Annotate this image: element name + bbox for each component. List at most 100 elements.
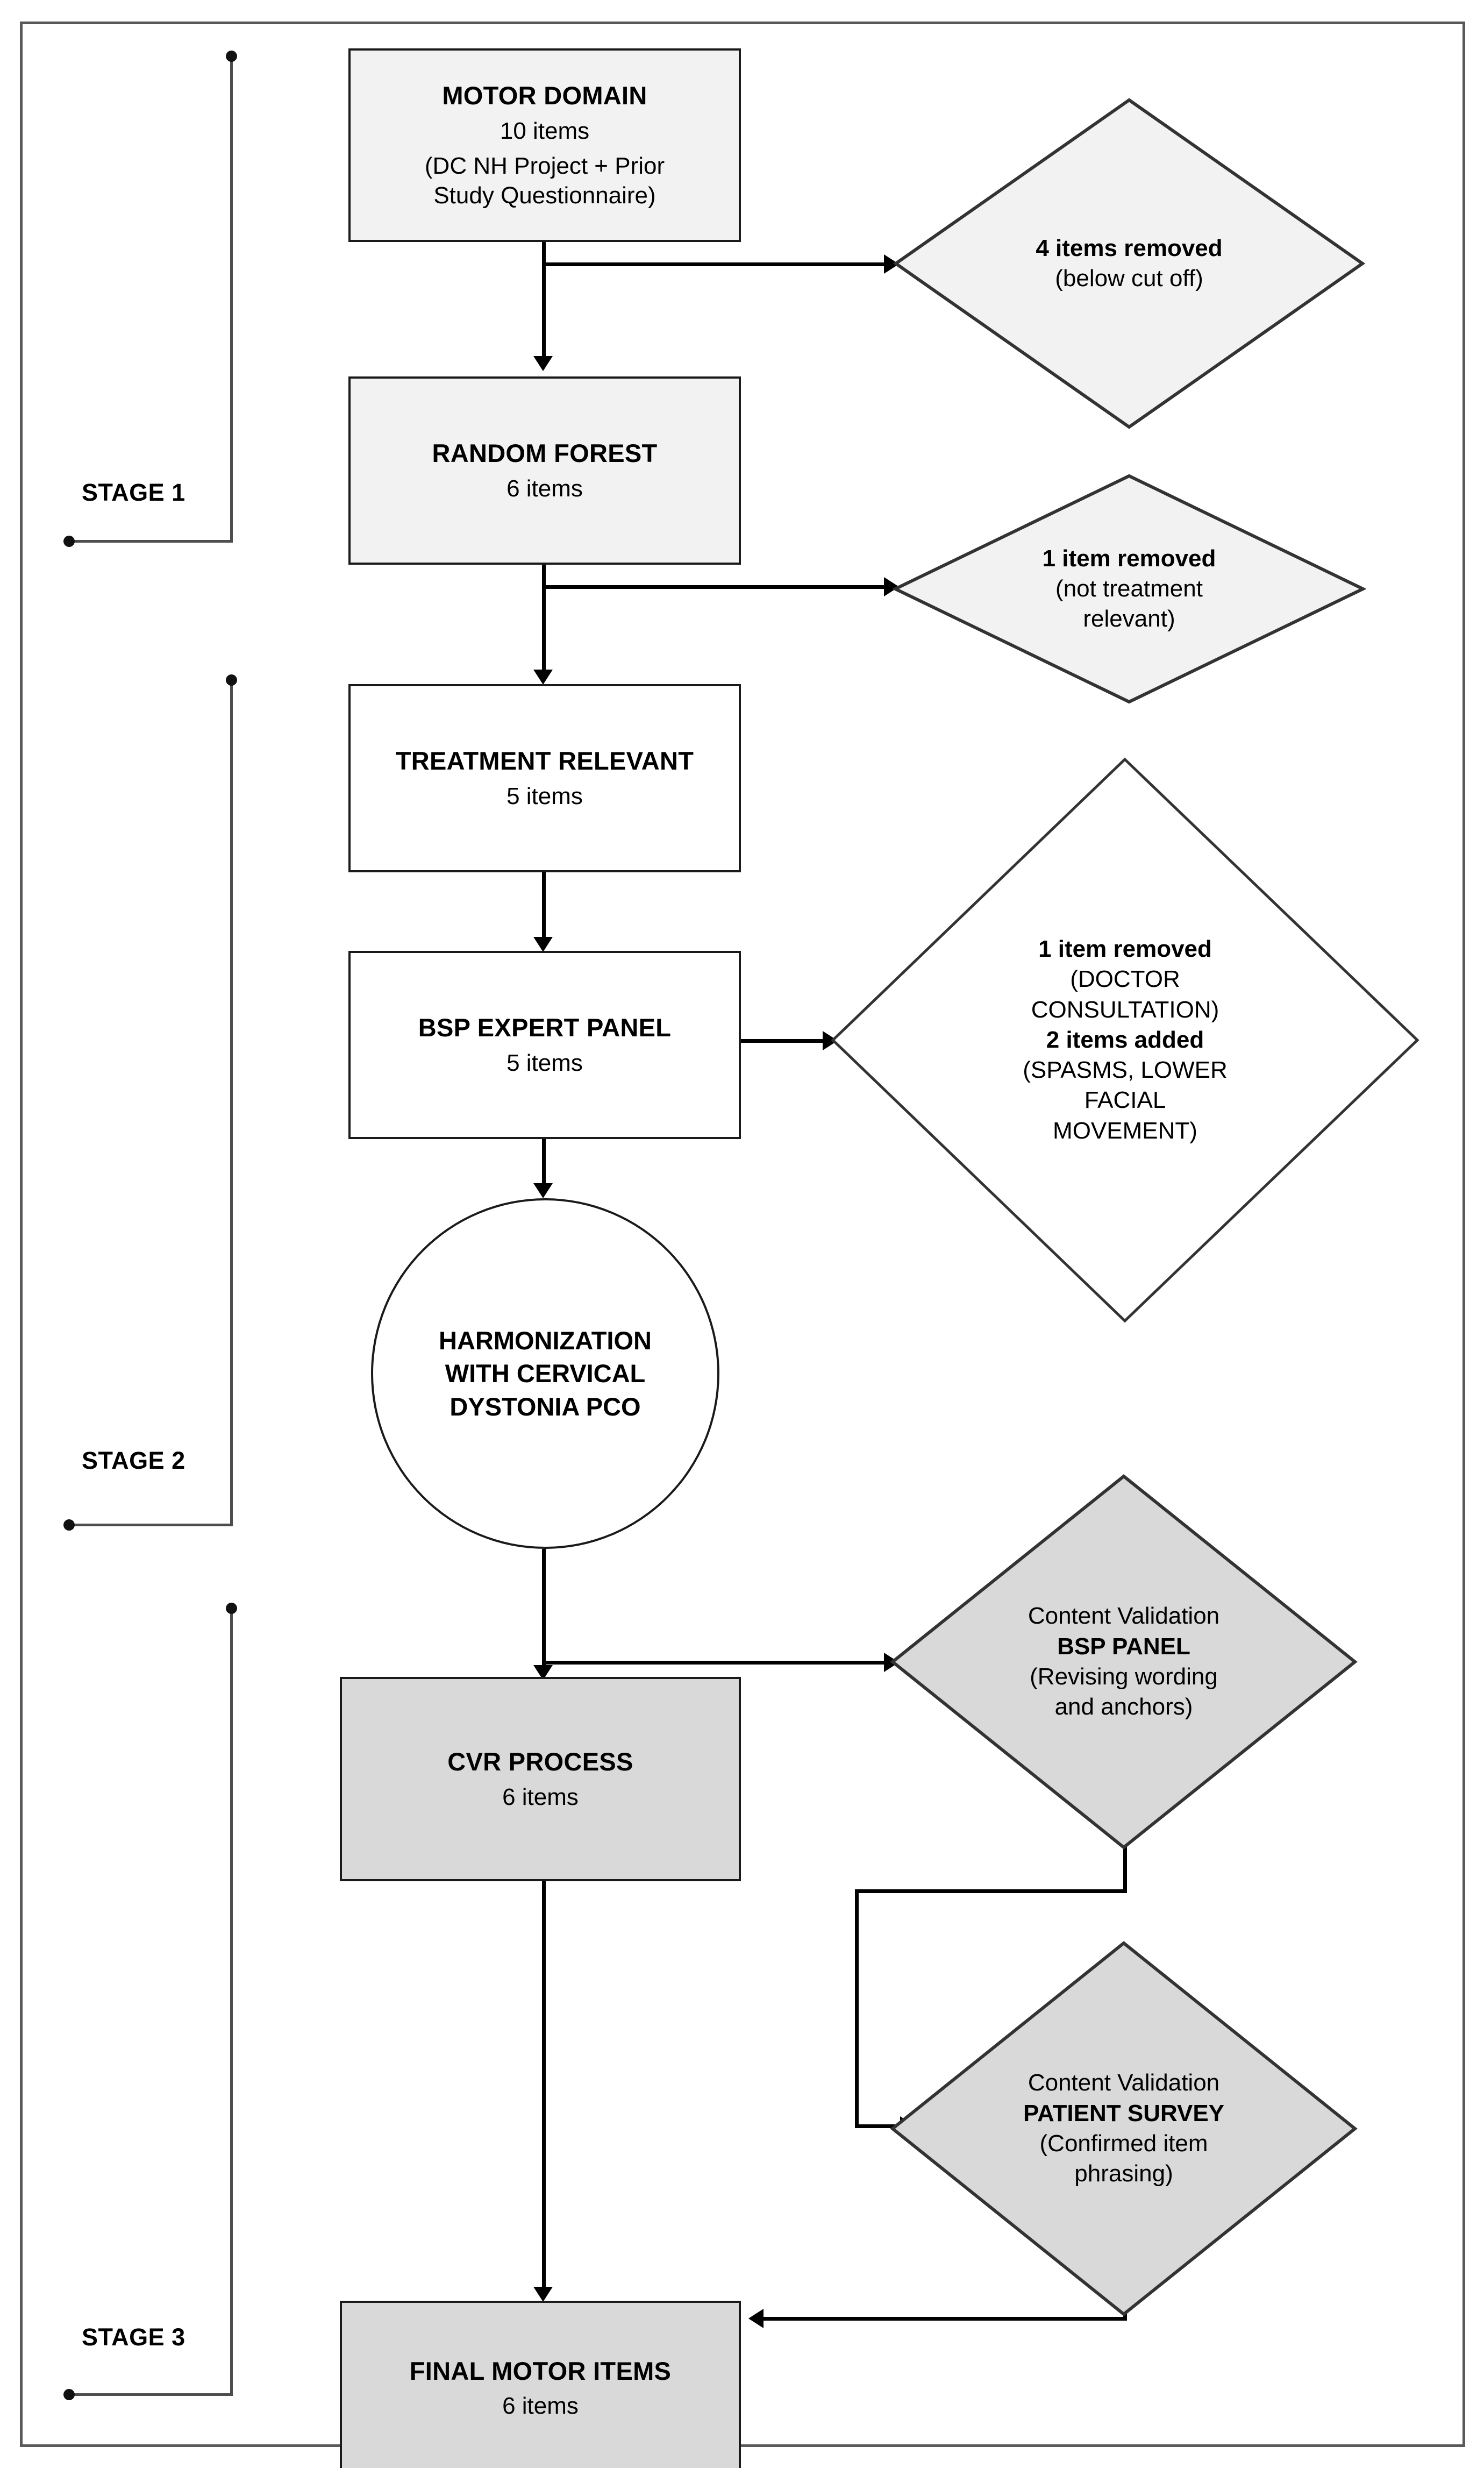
stage-bracket-line: [230, 680, 233, 1526]
node-cvr-process[interactable]: CVR PROCESS 6 items: [340, 1677, 741, 1881]
decision-line4: phrasing): [1074, 2160, 1173, 2187]
node-title: RANDOM FOREST: [432, 439, 658, 468]
node-count: 10 items: [500, 117, 590, 144]
decision-line1: 4 items removed: [1036, 234, 1223, 261]
stage-2-label: STAGE 2: [82, 1447, 186, 1474]
decision-panel-item-changes[interactable]: 1 item removed (DOCTOR CONSULTATION) 2 i…: [831, 757, 1419, 1323]
decision-line3: CONSULTATION): [1031, 996, 1219, 1023]
diamond-shape: [890, 1941, 1358, 2316]
decision-line2: BSP PANEL: [1057, 1633, 1190, 1660]
connector-patientsurvey-to-final: [764, 2317, 1127, 2321]
decision-line4: and anchors): [1054, 1694, 1193, 1720]
node-title: BSP EXPERT PANEL: [418, 1013, 672, 1042]
stage-2-bracket: [63, 674, 237, 1531]
arrowhead-down-harmonization: [533, 1183, 553, 1198]
decision-line3: relevant): [1083, 606, 1175, 632]
decision-line3: (Revising wording: [1030, 1663, 1218, 1690]
decision-line1: 1 item removed: [1038, 935, 1212, 962]
connector-to-patientsurvey-down: [855, 1889, 859, 2128]
connector-bsppanelvalidation-down: [1123, 1845, 1127, 1893]
node-harmonization[interactable]: HARMONIZATION WITH CERVICAL DYSTONIA PCO: [371, 1198, 719, 1549]
diamond-shape: [893, 474, 1366, 704]
node-count: 5 items: [506, 783, 583, 809]
harmonization-line2: WITH CERVICAL: [445, 1359, 646, 1388]
decision-line6: FACIAL: [1084, 1087, 1166, 1114]
node-bsp-expert-panel[interactable]: BSP EXPERT PANEL 5 items: [348, 951, 741, 1139]
arrowhead-left-final: [748, 2309, 764, 2328]
decision-content-validation-bsp-panel[interactable]: Content Validation BSP PANEL (Revising w…: [890, 1474, 1358, 1850]
arrowhead-down-final: [533, 2287, 553, 2302]
stage-bracket-dot-top: [226, 674, 237, 686]
decision-line4: 2 items added: [1046, 1026, 1204, 1053]
connector-harmonization-to-cvr: [542, 1549, 546, 1673]
decision-line7: MOVEMENT): [1053, 1117, 1197, 1144]
harmonization-line1: HARMONIZATION: [439, 1326, 652, 1355]
arrowhead-down-randomforest: [533, 356, 553, 371]
node-title: CVR PROCESS: [447, 1747, 633, 1776]
decision-content-validation-patient-survey[interactable]: Content Validation PATIENT SURVEY (Confi…: [890, 1940, 1358, 2317]
decision-line5: (SPASMS, LOWER: [1023, 1057, 1228, 1084]
decision-line2: PATIENT SURVEY: [1023, 2100, 1225, 2126]
decision-removed-1-item-not-relevant[interactable]: 1 item removed (not treatment relevant): [893, 473, 1366, 705]
arrowhead-down-treatment: [533, 670, 553, 685]
stage-bracket-dot-bottom: [63, 2389, 75, 2400]
connector-cvr-to-final: [542, 1881, 546, 2295]
decision-line1: Content Validation: [1028, 1603, 1220, 1630]
decision-line2: (below cut off): [1055, 265, 1203, 291]
decision-text: Content Validation PATIENT SURVEY (Confi…: [890, 1940, 1358, 2317]
stage-1-bracket: [63, 51, 237, 547]
node-title: MOTOR DOMAIN: [442, 81, 647, 110]
stage-3-bracket: [63, 1603, 237, 2400]
connector-randomforest-to-treatment: [542, 563, 546, 678]
decision-text: 4 items removed (below cut off): [893, 97, 1366, 430]
node-note-line1: (DC NH Project + Prior: [424, 152, 665, 179]
connector-bsppanelvalidation-left: [855, 1889, 1126, 1893]
node-final-motor-items[interactable]: FINAL MOTOR ITEMS 6 items: [340, 2301, 741, 2468]
arrowhead-down-bsppanel: [533, 937, 553, 952]
stage-bracket-tick: [72, 540, 233, 543]
node-note-line2: Study Questionnaire): [433, 182, 656, 209]
stage-bracket-line: [230, 56, 233, 543]
connector-treatment-to-bsppanel: [542, 872, 546, 945]
node-title: TREATMENT RELEVANT: [395, 746, 694, 776]
harmonization-line3: DYSTONIA PCO: [450, 1392, 641, 1421]
connector-harmonization-to-bsppanelvalidation: [542, 1661, 886, 1665]
connector-motor-to-removed4: [542, 262, 886, 266]
node-title: FINAL MOTOR ITEMS: [409, 2356, 672, 2385]
decision-line1: 1 item removed: [1042, 545, 1216, 572]
stage-bracket-tick: [72, 1524, 233, 1526]
node-harmonization-text: HARMONIZATION WITH CERVICAL DYSTONIA PCO: [439, 1324, 652, 1423]
stage-3-label: STAGE 3: [82, 2323, 186, 2351]
stage-bracket-dot-bottom: [63, 536, 75, 547]
decision-line3: (Confirmed item: [1039, 2130, 1208, 2157]
decision-text: Content Validation BSP PANEL (Revising w…: [890, 1474, 1358, 1850]
connector-motor-to-randomforest: [542, 241, 546, 365]
stage-1-label: STAGE 1: [82, 479, 186, 506]
connector-to-patientsurvey-right: [855, 2124, 903, 2128]
figure-border: [20, 22, 1465, 2447]
connector-bsppanel-to-panelchanges: [739, 1039, 825, 1043]
stage-bracket-tick: [72, 2393, 233, 2396]
diamond-shape: [893, 98, 1366, 429]
decision-line2: (DOCTOR: [1070, 966, 1180, 993]
diamond-shape: [890, 1474, 1358, 1850]
connector-randomforest-to-removed1: [542, 585, 886, 589]
stage-bracket-dot-top: [226, 1603, 237, 1614]
decision-line1: Content Validation: [1028, 2069, 1220, 2096]
connector-bsppanel-to-harmonization: [542, 1139, 546, 1193]
node-motor-domain[interactable]: MOTOR DOMAIN 10 items (DC NH Project + P…: [348, 48, 741, 242]
node-random-forest[interactable]: RANDOM FOREST 6 items: [348, 376, 741, 565]
stage-bracket-dot-bottom: [63, 1519, 75, 1531]
decision-line2: (not treatment: [1055, 575, 1203, 602]
node-count: 6 items: [506, 475, 583, 502]
node-count: 6 items: [502, 1783, 579, 1810]
decision-removed-4-items[interactable]: 4 items removed (below cut off): [893, 97, 1366, 430]
diamond-shape: [831, 757, 1419, 1323]
decision-text: 1 item removed (DOCTOR CONSULTATION) 2 i…: [831, 757, 1419, 1323]
node-treatment-relevant[interactable]: TREATMENT RELEVANT 5 items: [348, 684, 741, 872]
stage-bracket-dot-top: [226, 51, 237, 62]
decision-text: 1 item removed (not treatment relevant): [893, 473, 1366, 705]
node-count: 5 items: [506, 1049, 583, 1076]
stage-bracket-line: [230, 1608, 233, 2396]
